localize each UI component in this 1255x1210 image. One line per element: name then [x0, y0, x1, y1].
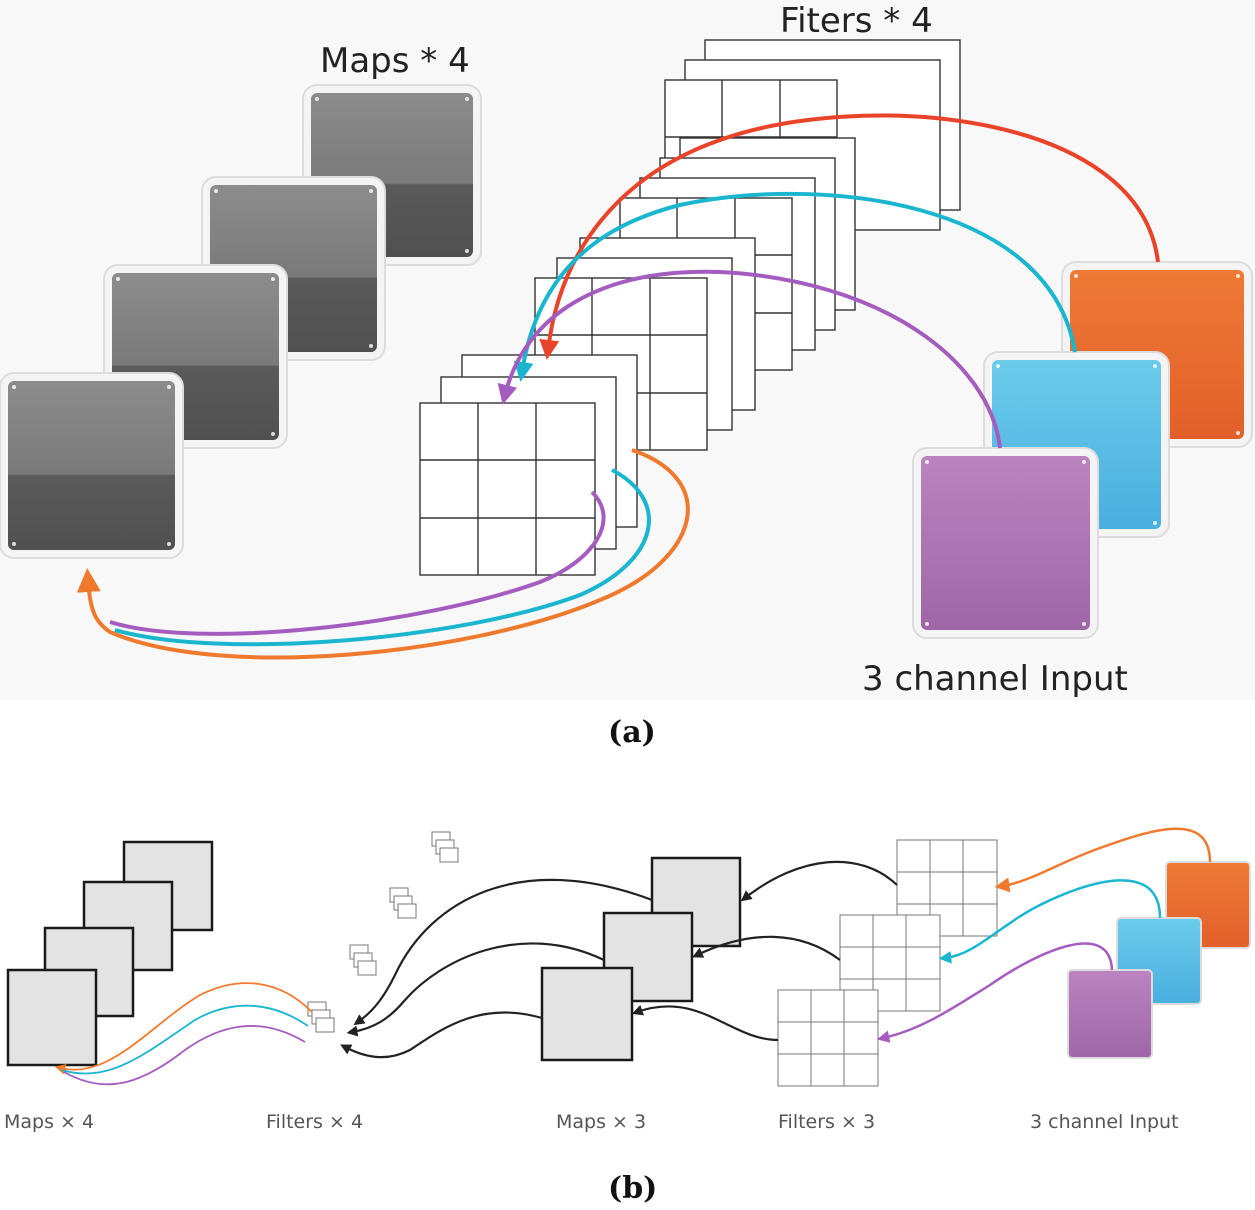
arrow-b-black-m3-f4 — [353, 878, 653, 1026]
arrow-b-black-m1-f4 — [340, 1011, 543, 1059]
tiny-filter-2 — [389, 887, 417, 919]
arrow-cyan-input-to-filter — [513, 191, 1077, 382]
label-maps4-b: Maps × 4 — [4, 1111, 94, 1133]
tiny-filter-4 — [307, 1001, 335, 1033]
arrow-b-black-f2-m2 — [692, 935, 841, 961]
map-tile-a-1 — [0, 372, 184, 559]
panel-b: Maps × 4 Filters × 4 Maps × 3 Filters × … — [4, 827, 1251, 1133]
arrow-b-cyan-f4-m4 — [61, 1004, 309, 1075]
arrow-b-black-m2-f4 — [346, 942, 605, 1037]
tiny-filter-3 — [349, 944, 377, 976]
arrow-purple-filter-to-map — [109, 490, 606, 636]
map-b3-1 — [540, 966, 634, 1062]
filter-b3-1 — [777, 989, 879, 1087]
input-tile-b-purple — [1067, 969, 1153, 1059]
label-maps3-b: Maps × 3 — [556, 1111, 646, 1133]
map-b4-1 — [6, 968, 98, 1067]
arrow-orange-filter-to-map — [76, 448, 690, 660]
label-filters4-b: Filters × 4 — [266, 1111, 363, 1133]
arrows-a — [76, 113, 1160, 660]
maps-a — [0, 84, 482, 559]
arrow-b-cyan-input — [938, 879, 1162, 964]
panel-a: Maps * 4 Fiters * 4 3 channel Input — [0, 0, 1255, 700]
arrow-red-input-to-filter — [539, 113, 1160, 360]
arrow-b-black-f3-m3 — [740, 860, 898, 902]
arrows-b — [54, 827, 1212, 1086]
label-input-b: 3 channel Input — [1030, 1111, 1179, 1133]
filters4-b — [307, 831, 459, 1033]
maps3-b — [540, 856, 742, 1062]
arrow-b-black-f1-m1 — [631, 1004, 779, 1042]
arrow-cyan-filter-to-map — [114, 468, 651, 647]
arrow-b-purple-f4-m4 — [63, 1025, 306, 1086]
filter-stack-a-1 — [419, 354, 638, 576]
filter-stack-a — [419, 39, 961, 576]
label-filters-a: Fiters * 4 — [780, 1, 933, 41]
input-tile-a-purple — [912, 447, 1099, 639]
input-channels-a — [912, 261, 1253, 639]
arrow-b-orange-f4-m4 — [54, 982, 313, 1075]
label-maps-a: Maps * 4 — [320, 41, 470, 81]
filters3-b — [777, 839, 998, 1087]
label-input-a: 3 channel Input — [862, 659, 1128, 699]
arrow-b-orange-input — [994, 827, 1212, 893]
tiny-filter-1 — [431, 831, 459, 863]
caption-a: (a) — [608, 715, 656, 750]
arrow-b-purple-input — [876, 942, 1114, 1043]
label-filters3-b: Filters × 3 — [778, 1111, 875, 1133]
caption-b: (b) — [608, 1171, 657, 1206]
arrow-purple-input-to-filter — [497, 269, 1002, 449]
input-channels-b — [1067, 861, 1251, 1059]
maps4-b — [6, 840, 214, 1067]
